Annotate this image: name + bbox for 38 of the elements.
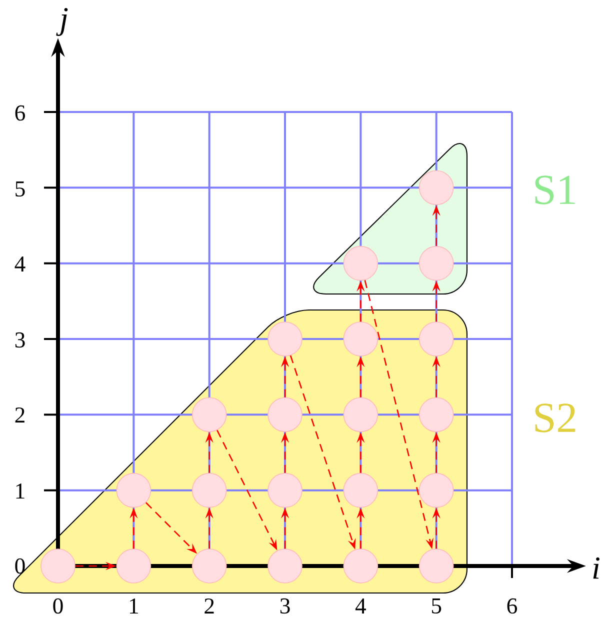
grid-point <box>343 246 378 281</box>
tick-label: 0 <box>53 598 63 614</box>
tick-label: 6 <box>507 598 517 614</box>
grid-point <box>116 472 152 508</box>
grid-point <box>418 246 454 281</box>
axis-label: j <box>56 8 68 36</box>
node-label: S1 <box>535 176 575 204</box>
grid-point <box>418 170 454 206</box>
grid-point <box>418 397 454 432</box>
grid-point <box>418 472 454 508</box>
grid-point <box>343 322 378 356</box>
grid-point <box>268 322 302 356</box>
tick-label: 4 <box>355 598 366 614</box>
grid-point <box>192 397 227 432</box>
grid-point <box>418 322 454 356</box>
node-label: S2 <box>535 404 576 432</box>
grid-point <box>192 472 227 508</box>
tick-label: 3 <box>15 332 25 348</box>
tick-label: 5 <box>432 598 442 614</box>
tick-label: 4 <box>14 256 26 272</box>
axis-label: i <box>593 557 600 579</box>
tick-label: 5 <box>16 181 25 197</box>
grid-point <box>418 548 454 584</box>
tick-label: 2 <box>204 598 214 614</box>
grid-point <box>343 397 378 432</box>
tick-label: 1 <box>16 484 24 498</box>
tick-label: 1 <box>130 598 138 614</box>
grid-point <box>268 397 302 432</box>
grid-point <box>192 548 227 584</box>
grid-point <box>268 472 302 508</box>
grid-point <box>343 548 378 584</box>
tick-label: 2 <box>15 408 24 422</box>
tick-label: 6 <box>15 105 25 121</box>
grid-point <box>116 548 152 584</box>
grid-point <box>343 472 378 508</box>
tick-label: 3 <box>280 598 290 614</box>
grid-point <box>268 548 302 584</box>
grid-point <box>40 548 76 584</box>
